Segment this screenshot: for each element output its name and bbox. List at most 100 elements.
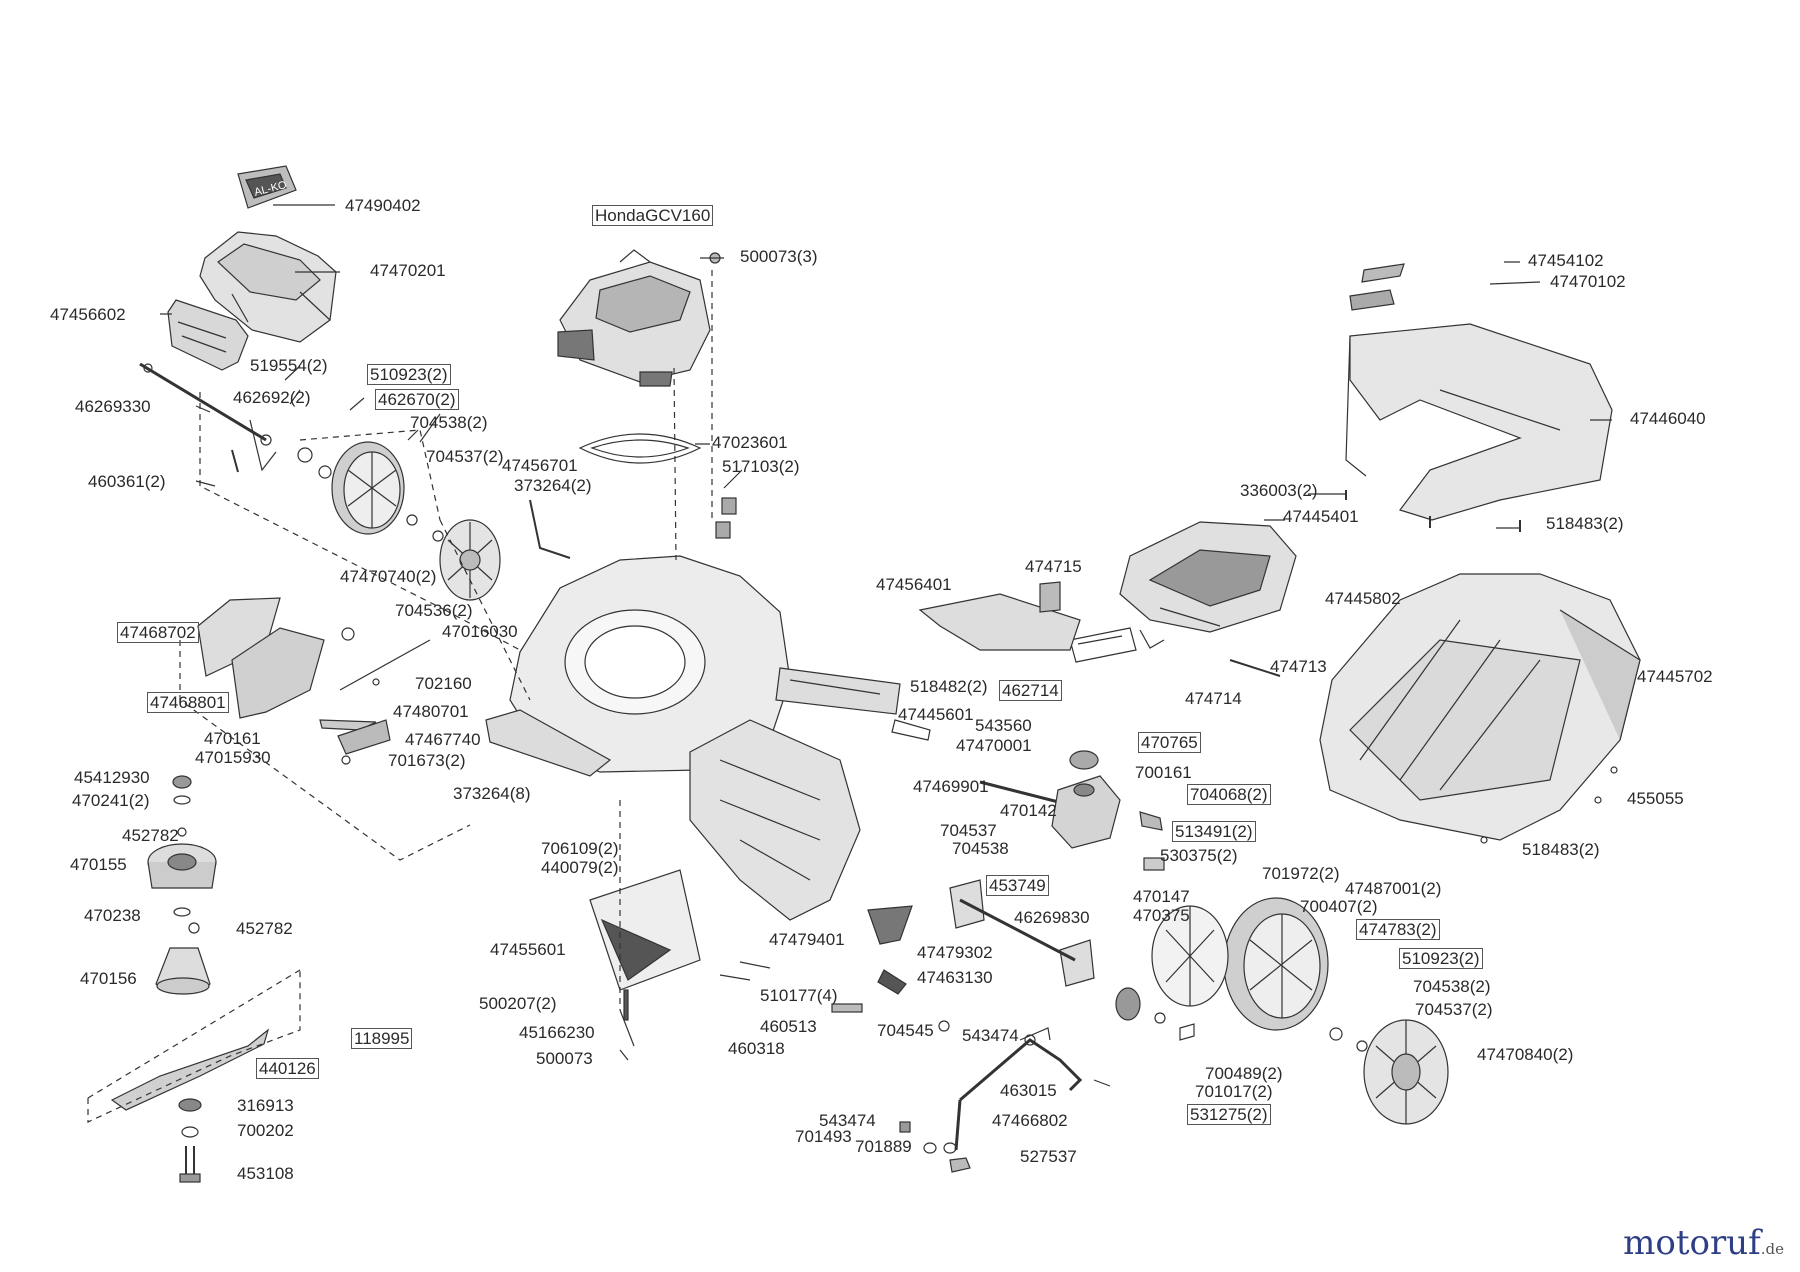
nut <box>1356 1040 1368 1052</box>
side-discharge-chute <box>689 719 861 921</box>
part-number-p81: 500207(2) <box>479 994 557 1013</box>
bushing <box>318 465 332 479</box>
wheel-cap-left <box>439 519 501 601</box>
adjuster-hardware <box>899 1121 971 1173</box>
part-number-p40: 474714 <box>1185 689 1242 708</box>
part-number-p04: 519554(2) <box>250 356 328 375</box>
gear-pin <box>1139 811 1163 831</box>
mulch-plug <box>589 869 701 991</box>
part-number-p46: 47470001 <box>956 736 1032 755</box>
part-number-p29: 704536(2) <box>395 601 473 620</box>
part-number-p78: 470156 <box>80 969 137 988</box>
part-number-p89: 47470840(2) <box>1477 1045 1574 1064</box>
part-number-p44: 543560 <box>975 716 1032 735</box>
part-number-p51: 47469901 <box>913 777 989 796</box>
part-number-p94: 701017(2) <box>1195 1082 1273 1101</box>
spring-washer <box>172 775 192 789</box>
part-number-p98: 543474 <box>819 1111 876 1130</box>
part-number-p03: 47456602 <box>50 305 126 324</box>
height-adjuster-right <box>954 1034 1083 1151</box>
washer <box>341 627 355 641</box>
side-deflector <box>197 597 325 719</box>
part-number-p103: 527537 <box>1020 1147 1077 1166</box>
spring-center <box>715 497 737 539</box>
rear-flap <box>775 667 901 715</box>
part-number-p83: 704537(2) <box>1415 1000 1493 1019</box>
part-number-p16: 47456701 <box>502 456 578 475</box>
part-number-p18: 517103(2) <box>722 457 800 476</box>
part-number-p87: 543474 <box>962 1026 1019 1045</box>
logo-badge <box>237 165 297 209</box>
part-number-p25: 474715 <box>1025 557 1082 576</box>
wheel-hub-inner <box>1151 905 1229 1007</box>
part-number-p86: 704545 <box>877 1021 934 1040</box>
part-number-p39: 462714 <box>999 680 1062 701</box>
part-number-p34: 470161 <box>204 729 261 748</box>
part-number-p20: 47470102 <box>1550 272 1626 291</box>
part-number-p54: 470142 <box>1000 801 1057 820</box>
part-number-p32: 47468801 <box>147 692 229 713</box>
part-number-p53: 455055 <box>1627 789 1684 808</box>
spring <box>623 989 629 1021</box>
part-number-p26: 47456401 <box>876 575 952 594</box>
nut <box>432 530 444 542</box>
part-number-p23: 47445401 <box>1283 507 1359 526</box>
part-number-p43: 47445601 <box>898 705 974 724</box>
cable-guide <box>867 905 913 945</box>
part-number-p92: 700489(2) <box>1205 1064 1283 1083</box>
part-number-p63: 530375(2) <box>1160 846 1238 865</box>
part-number-p80: 704538(2) <box>1413 977 1491 996</box>
part-number-p31: 702160 <box>415 674 472 693</box>
rear-axle <box>959 898 1076 962</box>
spring-clip <box>529 499 571 559</box>
part-number-p05: 510923(2) <box>367 364 451 385</box>
watermark-logo: motoruf.de <box>1623 1226 1784 1260</box>
part-number-p66: 470147 <box>1133 887 1190 906</box>
part-number-p14: 500073(3) <box>740 247 818 266</box>
part-number-p41: 474713 <box>1270 657 1327 676</box>
part-number-p59: 518483(2) <box>1522 840 1600 859</box>
part-number-p93: 440126 <box>256 1058 319 1079</box>
part-number-p09: 704538(2) <box>410 413 488 432</box>
part-number-p77: 510923(2) <box>1399 948 1483 969</box>
bag-handle-top <box>1349 263 1405 311</box>
part-number-p07: 462670(2) <box>375 389 459 410</box>
part-number-p38: 518482(2) <box>910 677 988 696</box>
part-number-p12: 47470740(2) <box>340 567 437 586</box>
blade-group-box <box>87 969 301 1123</box>
wheel-rear-left <box>331 441 405 535</box>
mower-blade <box>110 1028 270 1111</box>
part-number-p88: 118995 <box>351 1028 413 1049</box>
mower-deck <box>485 555 791 777</box>
rod <box>339 639 431 691</box>
part-number-p85: 460513 <box>760 1017 817 1036</box>
part-number-p24: 518483(2) <box>1546 514 1624 533</box>
part-number-p58: 706109(2) <box>541 839 619 858</box>
height-adjuster-left <box>139 362 277 473</box>
part-number-p101: 701493 <box>795 1127 852 1146</box>
part-number-p55: 452782 <box>122 826 179 845</box>
part-number-p28: 47468702 <box>117 622 199 643</box>
part-number-p22: 336003(2) <box>1240 481 1318 500</box>
bag-rod <box>1229 659 1281 677</box>
part-number-p79: 47463130 <box>917 968 993 987</box>
part-number-p19: 47454102 <box>1528 251 1604 270</box>
wheel-cap-right <box>1363 1019 1449 1125</box>
flap-bracket <box>891 719 931 741</box>
part-number-p76: 47455601 <box>490 940 566 959</box>
blade-hub <box>155 947 211 995</box>
part-number-p06: 462692(2) <box>233 388 311 407</box>
washer <box>406 514 418 526</box>
part-number-p102: 701889 <box>855 1137 912 1156</box>
bracket-pins <box>719 961 771 981</box>
pin <box>1019 1027 1051 1041</box>
part-number-p13: HondaGCV160 <box>592 205 714 226</box>
part-number-p36: 47015930 <box>195 748 271 767</box>
part-number-p15: 47023601 <box>712 433 788 452</box>
grass-catcher <box>1319 573 1641 841</box>
part-number-p99: 47466802 <box>992 1111 1068 1130</box>
part-number-p73: 474783(2) <box>1356 919 1440 940</box>
part-number-p42: 47445702 <box>1637 667 1713 686</box>
coupling <box>1143 857 1165 871</box>
